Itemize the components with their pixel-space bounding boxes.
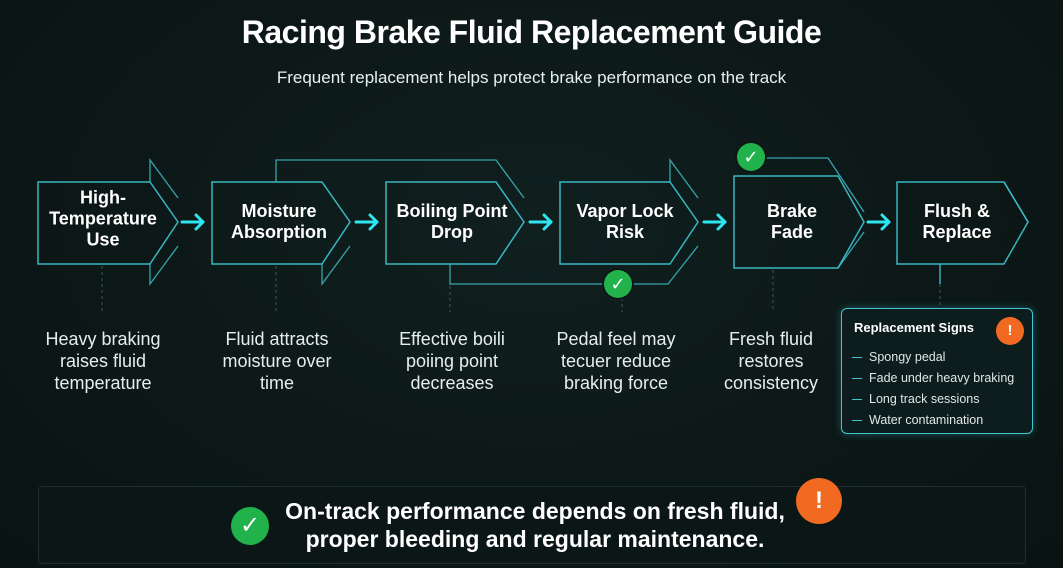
arrow-icon-3 <box>528 213 553 231</box>
arrow-icon-2 <box>354 213 379 231</box>
page-subtitle: Frequent replacement helps protect brake… <box>276 68 787 87</box>
replacement-signs-panel: Replacement Signs ! Spongy pedal Fade un… <box>841 308 1033 434</box>
dash-icon <box>852 398 862 401</box>
step-shape-5 <box>733 175 865 269</box>
check-icon: ✓ <box>737 143 765 171</box>
check-icon: ✓ <box>604 270 632 298</box>
step-description-4: Pedal feel may tecuer reduce braking for… <box>556 329 676 393</box>
step-label-flush-replace: Flush & Replace <box>922 201 992 242</box>
list-item: Fade under heavy braking <box>852 368 1014 389</box>
warning-icon: ! <box>996 317 1024 345</box>
connector-bottom-4 <box>837 231 865 269</box>
sign-spongy-pedal: Spongy pedal <box>869 350 946 364</box>
list-item: Long track sessions <box>852 389 1014 410</box>
step-description-1: Heavy braking raises fluid temperature <box>45 329 161 393</box>
step-shape-2 <box>211 181 351 265</box>
bottom-message-bar <box>38 486 1026 564</box>
arrow-icon-1 <box>180 213 205 231</box>
step-shape-6 <box>896 181 1029 265</box>
sign-water-contamination: Water contamination <box>869 413 984 427</box>
step-shape-4 <box>559 181 699 265</box>
list-item: Spongy pedal <box>852 347 1014 368</box>
bottom-message: On-track performance depends on fresh fl… <box>285 498 785 552</box>
dash-icon <box>852 419 862 422</box>
step-label-brake-fade: Brake Fade <box>766 201 818 242</box>
step-description-2: Fluid attracts moisture over time <box>222 329 332 393</box>
connector-top-2 <box>275 159 525 199</box>
list-item: Water contamination <box>852 410 1014 431</box>
connector-top-5 <box>1003 181 1029 223</box>
sign-long-track-sessions: Long track sessions <box>869 392 980 406</box>
connector-top-1 <box>149 158 179 199</box>
connector-bottom-3 <box>449 245 699 285</box>
step-description-5: Fresh fluid restores consistency <box>723 329 819 393</box>
dash-icon <box>852 356 862 359</box>
dash-icon <box>852 377 862 380</box>
connector-bottom-2 <box>321 245 351 286</box>
check-icon: ✓ <box>231 507 269 545</box>
sign-fade-under-heavy-braking: Fade under heavy braking <box>869 371 1015 385</box>
step-label-moisture-absorption: Moisture Absorption <box>231 201 327 242</box>
replacement-signs-list: Spongy pedal Fade under heavy braking Lo… <box>852 347 1014 431</box>
connector-bottom-1 <box>149 245 179 286</box>
step-label-boiling-point-drop: Boiling Point Drop <box>396 201 508 242</box>
connector-top-4 <box>766 157 865 213</box>
replacement-signs-title: Replacement Signs <box>854 320 974 335</box>
step-shape-1 <box>37 181 179 265</box>
step-description-3: Effective boili poiing point decreases <box>399 329 505 393</box>
step-shape-3 <box>385 181 525 265</box>
connector-top-3 <box>669 158 699 199</box>
arrow-icon-4 <box>702 213 727 231</box>
page-title: Racing Brake Fluid Replacement Guide <box>241 14 822 50</box>
arrow-icon-5 <box>866 213 891 231</box>
warning-icon: ! <box>796 478 842 524</box>
step-label-high-temperature-use: High-Temperature Use <box>49 187 157 250</box>
step-label-vapor-lock-risk: Vapor Lock Risk <box>576 201 674 242</box>
